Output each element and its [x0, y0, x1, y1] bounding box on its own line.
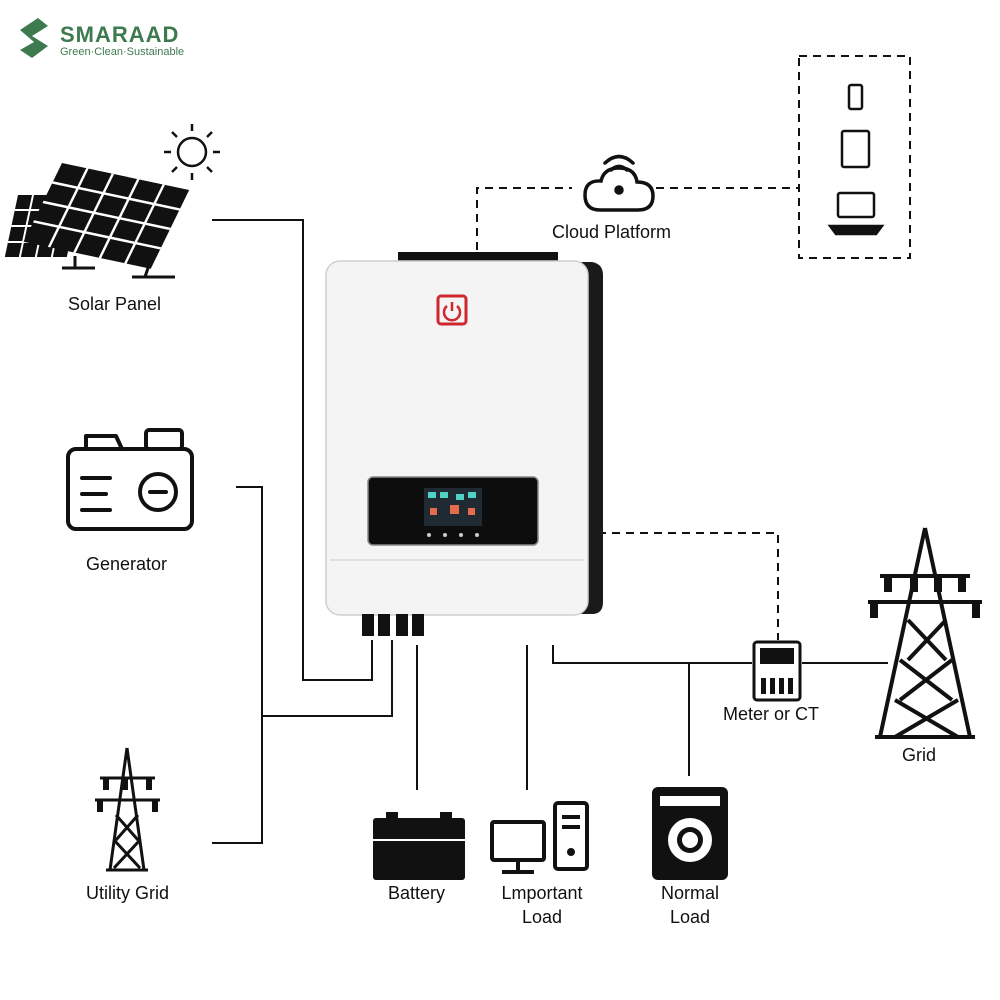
label-generator: Generator: [86, 554, 168, 574]
tablet-icon: [840, 129, 871, 169]
label-normal-load-1: Normal: [660, 883, 719, 903]
label-battery: Battery: [388, 883, 446, 903]
generator-utility-line: [212, 486, 263, 844]
label-grid: Grid: [902, 745, 937, 765]
devices-box: [798, 55, 911, 259]
display-buttons: [427, 533, 479, 537]
wiring: [212, 219, 888, 844]
label-important-load-2: Load: [521, 907, 563, 927]
generator-icon: [66, 428, 194, 531]
devices: [827, 83, 885, 236]
bottom-connectors: [362, 614, 424, 636]
sun-icon: [164, 124, 220, 180]
solar-line: [212, 219, 373, 681]
label-normal-load-2: Load: [669, 907, 711, 927]
label-important-load-1: Lmportant: [501, 883, 583, 903]
laptop-icon: [827, 191, 885, 236]
solar-panel-icon: [4, 163, 190, 279]
ct-link: [598, 532, 779, 640]
ac-input-line: [262, 640, 393, 717]
battery-icon: [373, 812, 465, 880]
label-cloud-platform: Cloud Platform: [552, 222, 672, 242]
inverter-cloud-link: [476, 187, 572, 250]
inverter-unit: [325, 252, 603, 636]
meter-icon: [752, 640, 802, 702]
logo-mark: [20, 18, 48, 58]
label-meter: Meter or CT: [723, 704, 820, 724]
brand-logo: [20, 18, 48, 58]
power-icon: [436, 294, 468, 326]
brand-tagline: Green·Clean·Sustainable: [60, 46, 185, 58]
cloud-wifi-icon: [583, 154, 655, 212]
label-solar-panel: Solar Panel: [68, 294, 162, 314]
phone-icon: [847, 83, 864, 111]
brand-name: SMARAAD: [60, 22, 180, 47]
inverter-body: [325, 260, 589, 616]
washing-machine-icon: [652, 787, 728, 880]
data-links: [476, 55, 911, 640]
computer-icon: [490, 801, 589, 874]
grid-output-line: [552, 645, 752, 664]
transmission-tower-icon: [95, 747, 160, 872]
label-utility-grid: Utility Grid: [86, 883, 170, 903]
transmission-tower-icon: [868, 527, 982, 739]
